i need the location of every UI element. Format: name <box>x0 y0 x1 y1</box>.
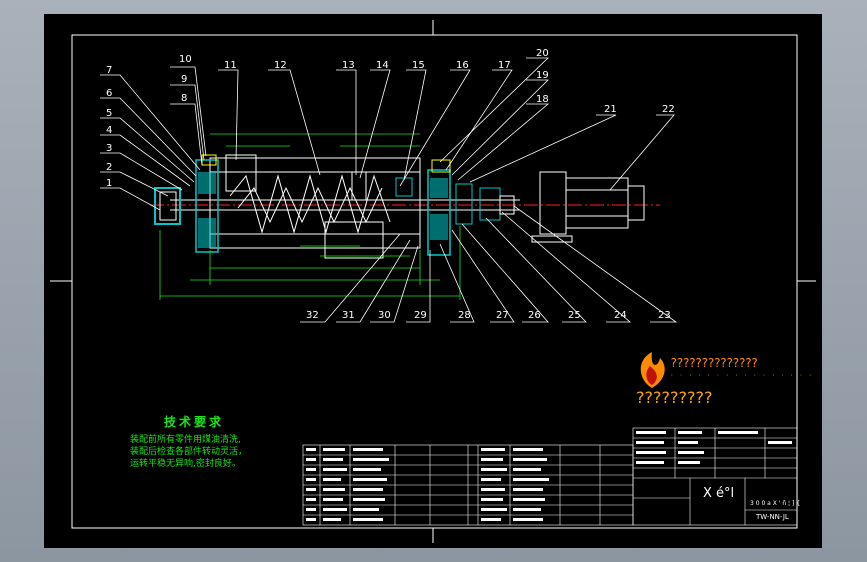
tech-req-line-1: 装配前所有零件用煤油清洗, <box>130 435 241 445</box>
balloon-10: 10 <box>179 54 192 65</box>
balloon-27: 27 <box>496 310 509 321</box>
balloon-25: 25 <box>568 310 581 321</box>
logo-big-text: ????????? <box>636 388 713 407</box>
balloon-5: 5 <box>106 108 112 119</box>
shaft <box>170 199 520 211</box>
balloon-28: 28 <box>458 310 471 321</box>
drawing-sheet <box>44 14 822 548</box>
screw-flights <box>229 174 391 234</box>
balloon-6: 6 <box>106 88 112 99</box>
balloon-19: 19 <box>536 70 549 81</box>
balloon-12: 12 <box>274 60 287 71</box>
balloon-24: 24 <box>614 310 627 321</box>
technical-requirements: 技术要求 装配前所有零件用煤油清洗, 装配后检查各部件转动灵活， 运转平稳无异响… <box>130 416 247 470</box>
logo-mark <box>640 352 665 388</box>
balloon-17: 17 <box>498 60 511 71</box>
logo-subtext: · · · · · · · · · · · · · · · · <box>670 372 813 379</box>
balloon-labels: 10 9 8 11 12 13 14 15 16 17 20 19 18 21 … <box>106 48 675 321</box>
motor <box>531 171 645 243</box>
logo-text: ?????????????? <box>670 356 758 370</box>
left-leaders <box>100 74 201 211</box>
parts-list-entries <box>306 431 792 521</box>
balloon-9: 9 <box>181 74 187 85</box>
balloon-11: 11 <box>224 60 237 71</box>
left-coupling <box>154 154 219 253</box>
balloon-7: 7 <box>106 65 112 76</box>
tech-req-line-3: 运转平稳无异响,密封良好。 <box>130 459 241 469</box>
sheet-border <box>50 20 816 543</box>
balloon-4: 4 <box>106 125 112 136</box>
balloon-16: 16 <box>456 60 469 71</box>
tech-req-line-2: 装配后检查各部件转动灵活， <box>130 447 248 457</box>
balloon-20: 20 <box>536 48 549 59</box>
balloon-13: 13 <box>342 60 355 71</box>
balloon-30: 30 <box>378 310 391 321</box>
conveyor-body <box>209 154 421 259</box>
dimension-lines <box>159 133 461 300</box>
parts-list <box>302 427 798 526</box>
title-block-scale: X é°l <box>703 486 735 501</box>
balloon-1: 1 <box>106 178 112 189</box>
bottom-leaders <box>300 205 678 323</box>
balloon-15: 15 <box>412 60 425 71</box>
balloon-32: 32 <box>306 310 319 321</box>
title-block-drawing-no: TW-NN-JL <box>756 513 789 521</box>
top-leaders <box>170 57 675 191</box>
balloon-2: 2 <box>106 162 112 173</box>
tech-req-title: 技术要求 <box>164 415 225 429</box>
balloon-21: 21 <box>604 104 617 115</box>
balloon-18: 18 <box>536 94 549 105</box>
balloon-26: 26 <box>528 310 541 321</box>
title-block-code: 3 0 0 a X ' ñ ¦ ] { <box>750 500 801 507</box>
balloon-14: 14 <box>376 60 389 71</box>
balloon-22: 22 <box>662 104 675 115</box>
balloon-8: 8 <box>181 93 187 104</box>
balloon-29: 29 <box>414 310 427 321</box>
right-bearing <box>395 159 515 256</box>
balloon-23: 23 <box>658 310 671 321</box>
balloon-3: 3 <box>106 143 112 154</box>
balloon-31: 31 <box>342 310 355 321</box>
